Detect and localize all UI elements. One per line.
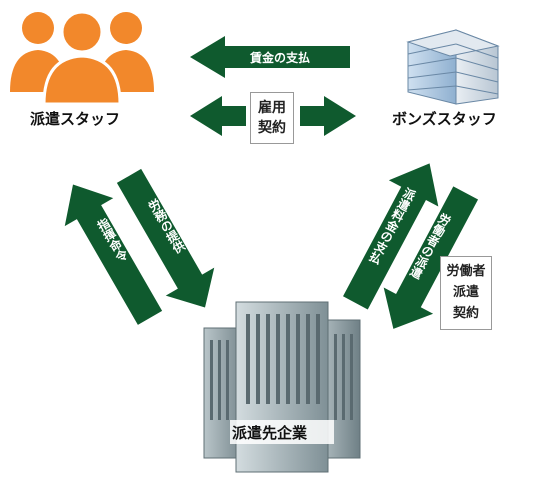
company-label: ボンズスタッフ	[392, 110, 497, 128]
worker-dispatch-arrow	[383, 186, 479, 329]
direction-order-arrow	[64, 184, 163, 325]
employment-contract-arrow	[190, 96, 356, 136]
people-icon	[10, 10, 154, 106]
office-building-icon	[406, 29, 500, 105]
wage-payment-arrow: 賃金の支払	[190, 36, 350, 78]
client-building-icon	[203, 301, 361, 473]
client-label: 派遣先企業	[232, 424, 308, 442]
employment-contract-box: 雇用 契約	[250, 92, 294, 144]
dispatch-fee-arrow	[343, 163, 439, 310]
labor-provision-arrow	[116, 168, 215, 308]
dispatch-contract-box: 労働者 派遣 契約	[440, 256, 492, 330]
staff-label: 派遣スタッフ	[30, 110, 121, 128]
wage-payment-label: 賃金の支払	[249, 50, 310, 65]
